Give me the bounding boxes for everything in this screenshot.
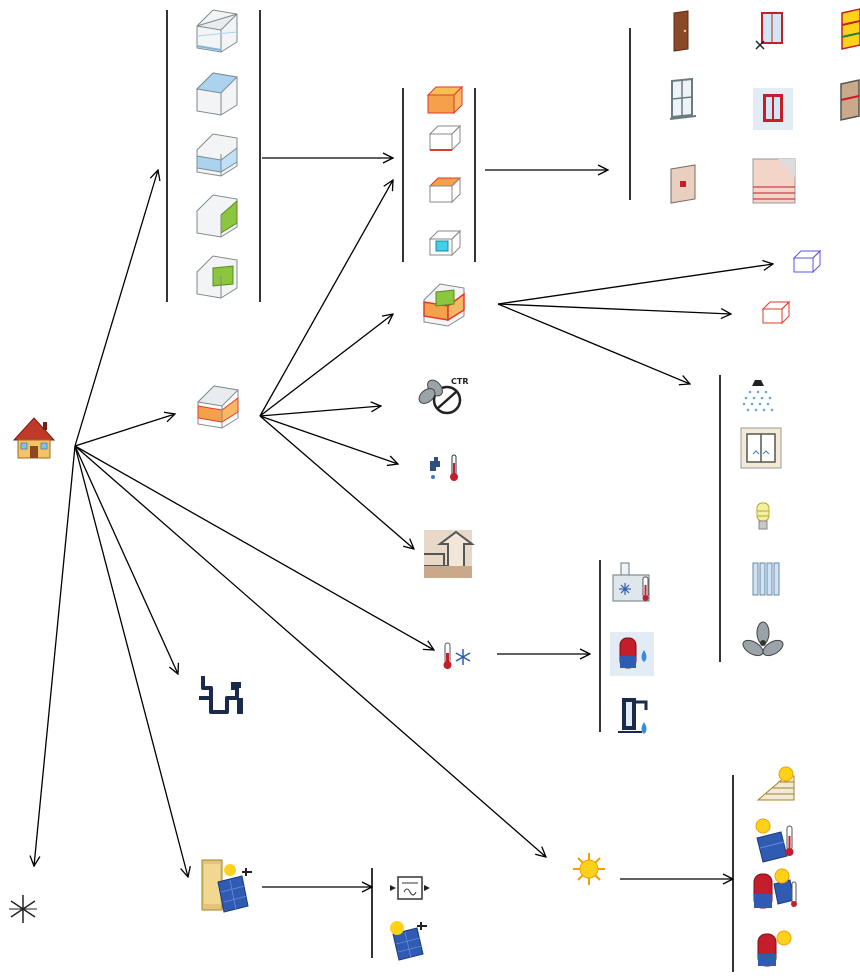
pv-panel-plug-icon: [390, 921, 427, 961]
building-zone-icon: [196, 9, 238, 53]
shower-icon: [742, 380, 774, 412]
arrow-house-to-plumbing: [74, 445, 178, 674]
wall-layers-icon: [841, 8, 860, 50]
solar-panel-thermometer-icon: [755, 818, 794, 863]
arrow-zone-to-ground: [259, 415, 414, 549]
surface-box-icon: [428, 124, 462, 152]
surface-box-icon: [426, 85, 464, 115]
solar-thermal-group: [753, 766, 797, 967]
surfaces-group: [426, 85, 464, 257]
window-ventilation-icon: [740, 427, 782, 469]
wall-panel-icon: [670, 164, 696, 204]
heating-cooling-icon: [443, 642, 471, 669]
wall-section-icon: [840, 79, 860, 121]
building-zone-icon: [196, 133, 238, 177]
sun-icon: [573, 853, 605, 885]
group-brackets: [166, 10, 734, 972]
arrow-house-to-sun: [74, 445, 546, 857]
pump-icon: [618, 698, 648, 734]
subzone-icon: [423, 283, 465, 327]
door-icon: [673, 10, 689, 52]
house-icon: [12, 417, 56, 459]
solar-boiler-icon: [757, 930, 792, 967]
building-zone-icon: [196, 194, 238, 238]
plant-group: [610, 562, 654, 734]
floor-layers-icon: [752, 158, 796, 204]
arrow-house-to-solar-panel: [74, 445, 188, 877]
fan-blades-icon: [742, 621, 784, 657]
window-cut-icon: [755, 12, 783, 50]
solar-panel-icon: [201, 859, 252, 913]
components-group: [669, 8, 860, 204]
space-box-blue-icon: [792, 249, 822, 274]
arrow-subzone-to-red: [497, 303, 731, 314]
arrow-house-to-climate: [74, 445, 434, 650]
window-frame-icon: [753, 88, 793, 130]
arrow-zone-to-hot-water: [259, 415, 398, 464]
arrow-house-to-zones: [74, 170, 158, 447]
arrow-house-to-wind: [34, 445, 76, 866]
arrow-house-to-zone: [74, 414, 175, 447]
thermal-zone-icon: [196, 385, 240, 429]
space-box-red-icon: [761, 300, 791, 325]
hot-water-tap-icon: [430, 454, 458, 481]
light-bulb-icon: [756, 502, 770, 530]
inverter-icon: [390, 876, 430, 900]
solar-tank-icon: [753, 868, 797, 909]
solar-collector-icon: [756, 766, 795, 801]
plumbing-icon: [199, 676, 243, 714]
arrow-subzone-to-blue: [497, 264, 773, 305]
pv-group: [390, 876, 430, 961]
window-icon: [669, 77, 697, 120]
fan-icon: CTR: [418, 377, 469, 415]
arrow-zone-to-subzone: [259, 314, 393, 417]
radiator-icon: [752, 562, 780, 596]
chiller-icon: [612, 562, 650, 602]
surface-box-icon: [428, 229, 462, 257]
surface-box-icon: [428, 176, 462, 204]
building-zone-icon: [195, 72, 239, 116]
wind-turbine-icon: [9, 895, 37, 923]
ground-icon: [424, 530, 475, 578]
arrow-subzone-to-loads: [497, 303, 690, 384]
internal-loads-group: [740, 380, 784, 657]
zones-group: [195, 9, 239, 299]
boiler-icon: [610, 632, 654, 676]
connector-arrows: [34, 158, 773, 887]
arrow-zone-to-fan: [259, 406, 381, 417]
building-zone-icon: [196, 255, 238, 299]
ctr-label: CTR: [451, 377, 469, 386]
arrow-zone-to-surfaces: [259, 180, 393, 417]
